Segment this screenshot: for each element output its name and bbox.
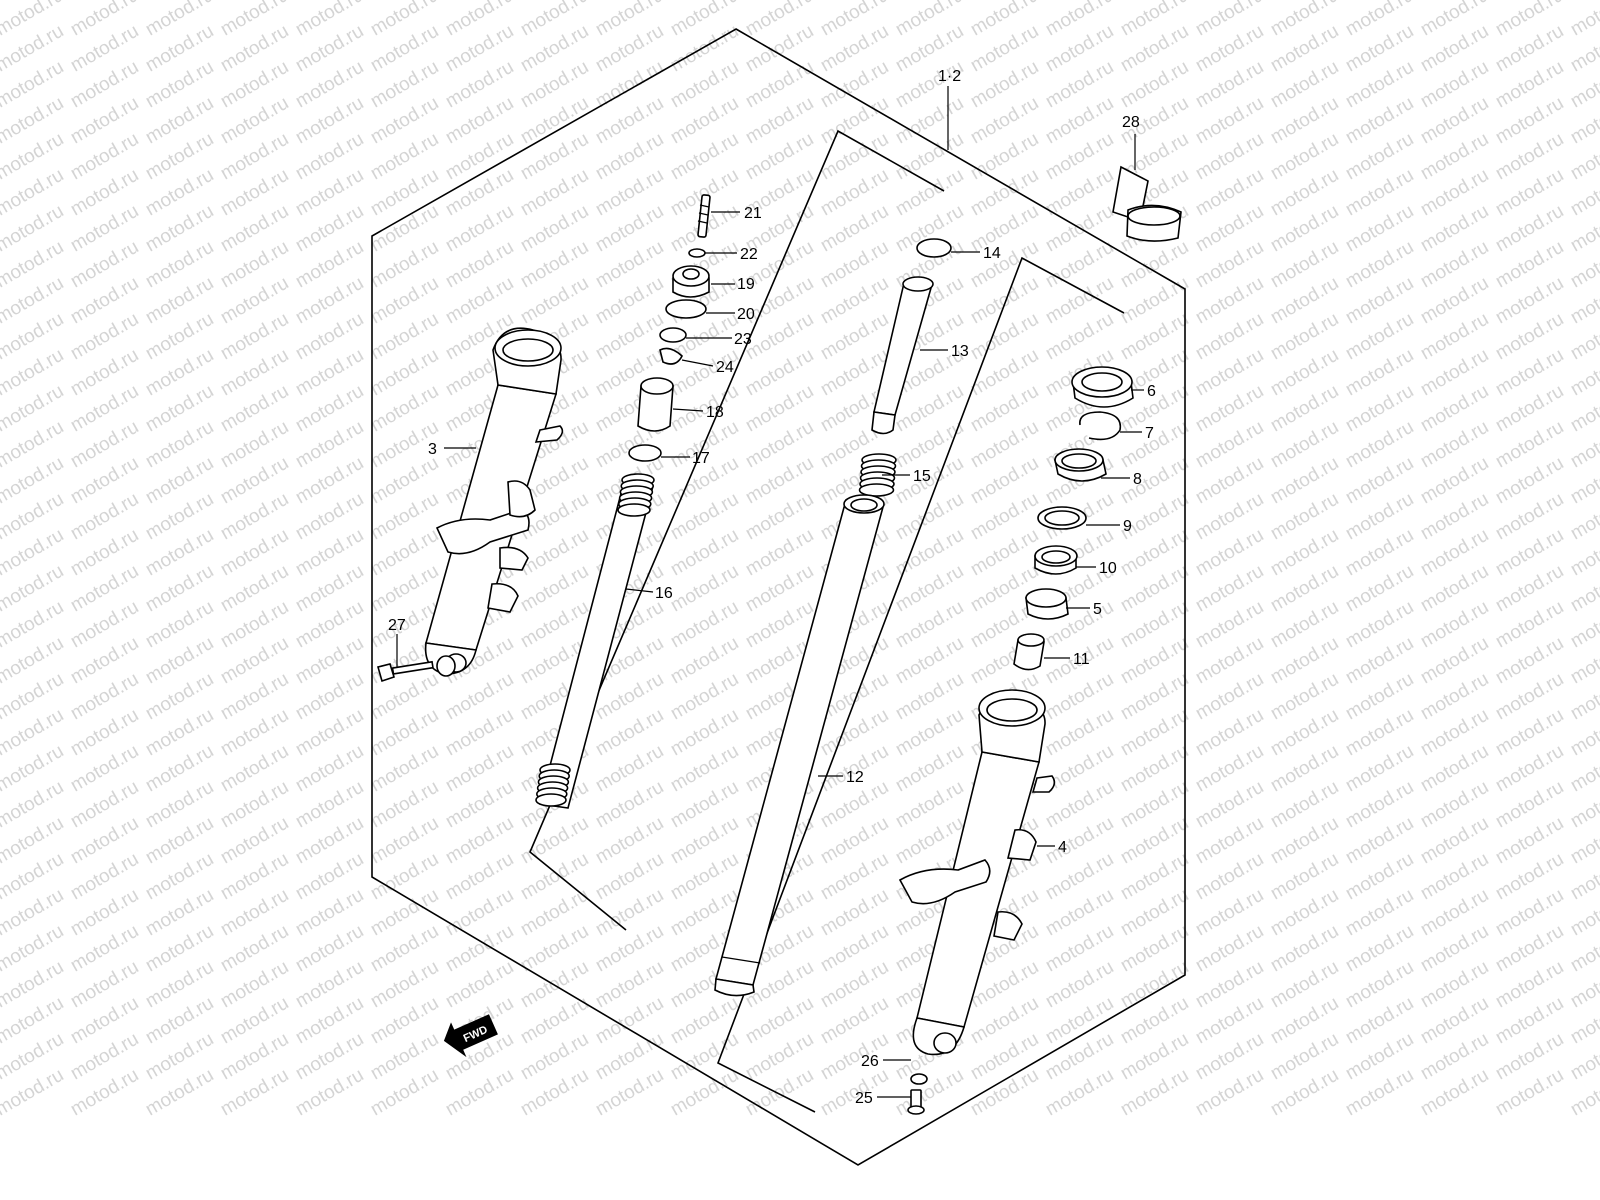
- callout-7: 7: [1145, 425, 1154, 442]
- callout-22: 22: [740, 246, 758, 263]
- callout-8: 8: [1133, 471, 1142, 488]
- part-3-outer-tube-left: [424, 327, 564, 677]
- part-16-fork-spring: [535, 473, 655, 809]
- part-10-guide-bushing: [1034, 545, 1078, 575]
- callout-25: 25: [855, 1090, 873, 1107]
- part-13-damper-rod: [871, 276, 934, 435]
- inner-tube-group-outline: [529, 129, 945, 931]
- part-25-drain-bolt: [907, 1089, 925, 1115]
- callout-16: 16: [655, 585, 673, 602]
- callout-10: 10: [1099, 560, 1117, 577]
- callout-1-2: 1·2: [938, 68, 961, 85]
- part-12-inner-tube: [714, 494, 885, 997]
- part-9-washer: [1037, 506, 1087, 530]
- watermark-text: motod.ru: [1567, 0, 1600, 4]
- part-20-o-ring: [665, 299, 707, 319]
- callout-17: 17: [692, 450, 710, 467]
- part-19-cap-bolt: [672, 265, 710, 298]
- spring-coil: [535, 793, 567, 807]
- callout-4: 4: [1058, 839, 1067, 856]
- part-15-rebound-spring: [858, 453, 897, 497]
- assembly-outline: [371, 28, 1186, 1166]
- callout-12: 12: [846, 769, 864, 786]
- callout-6: 6: [1147, 383, 1156, 400]
- callout-15: 15: [913, 468, 931, 485]
- callout-11: 11: [1073, 651, 1090, 668]
- callout-26: 26: [861, 1053, 879, 1070]
- callout-3: 3: [428, 441, 437, 458]
- part-27-pinch-bolt: [377, 660, 434, 683]
- watermark-text: motod.ru: [1567, 0, 1600, 40]
- spring-coil: [617, 503, 651, 517]
- part-28-protector: [1112, 165, 1182, 242]
- part-5-slide-bushing: [1025, 588, 1069, 620]
- callout-28: 28: [1122, 114, 1140, 131]
- part-18-spacer: [637, 377, 674, 432]
- fwd-direction-badge: FWD: [443, 1014, 498, 1058]
- callout-5: 5: [1093, 601, 1102, 618]
- callout-27: 27: [388, 617, 406, 634]
- part-11-oil-lock-piece: [1013, 633, 1045, 671]
- callout-14: 14: [983, 245, 1001, 262]
- part-14-ring: [916, 238, 952, 258]
- callout-9: 9: [1123, 518, 1132, 535]
- callout-21: 21: [744, 205, 762, 222]
- callout-19: 19: [737, 276, 755, 293]
- outer-tube-group-outline: [716, 256, 1125, 1113]
- part-8-seal-spacer: [1054, 448, 1107, 482]
- part-17-washer: [628, 444, 662, 462]
- leader-lines: [396, 86, 1144, 1098]
- callout-13: 13: [951, 343, 969, 360]
- part-6-oil-seal: [1071, 366, 1134, 408]
- spring-coil: [858, 483, 895, 497]
- part-26-washer: [910, 1073, 928, 1085]
- part-23-washer: [659, 327, 687, 343]
- part-21-adjuster-rod: [697, 194, 711, 238]
- callout-18: 18: [706, 404, 724, 421]
- callout-23: 23: [734, 331, 752, 348]
- callout-24: 24: [716, 359, 734, 376]
- callout-20: 20: [737, 306, 755, 323]
- part-22-o-ring: [688, 248, 706, 258]
- part-4-outer-tube-right: [898, 689, 1056, 1056]
- part-7-stopper-ring: [1079, 411, 1122, 441]
- part-24-clip: [659, 347, 683, 365]
- callout-labels: 1·2 28 21 22 19 20 23 24 18 17 16 3 27 1…: [388, 68, 1156, 1107]
